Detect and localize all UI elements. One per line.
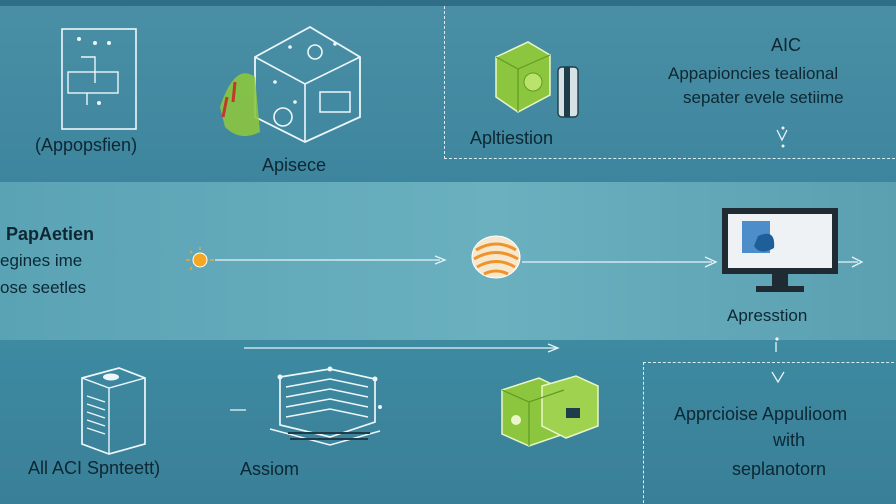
circuit-module-icon <box>269 366 382 446</box>
flow-arrow-down-2 <box>776 129 788 142</box>
label-center: Apisece <box>262 155 327 175</box>
right-desc-line2: sepater evele setiime <box>683 88 844 107</box>
bottom-band <box>0 340 896 504</box>
top-right-panel <box>444 6 896 159</box>
mid-left-line3: ose seetles <box>0 278 86 297</box>
monitor-icon <box>722 208 838 292</box>
label-app: (Appopsfien) <box>35 135 138 155</box>
label-panel: Apltiestion <box>470 128 554 148</box>
bottom-right-panel <box>643 362 896 504</box>
right-desc-line1: Appapioncies tealional <box>668 64 839 83</box>
mid-left-line2: egines ime <box>0 251 83 270</box>
bottom-right-line2: with <box>773 430 806 450</box>
server-tower-icon <box>81 367 146 455</box>
mid-left-title: PapAetien <box>6 224 95 244</box>
application-window-icon <box>61 28 137 130</box>
flow-arrow-4 <box>547 343 560 353</box>
top-band <box>0 0 896 182</box>
bottom-right-line3: seplanotorn <box>732 459 827 479</box>
top-border <box>0 0 896 6</box>
isometric-cube-icon <box>220 25 361 143</box>
flow-arrow-down-1 <box>771 371 785 384</box>
green-box-pair-icon <box>501 375 599 447</box>
flow-arrow-1 <box>434 255 447 265</box>
right-title: AIC <box>771 35 802 55</box>
orange-sphere-icon <box>471 235 521 279</box>
sun-icon <box>186 247 214 271</box>
flow-arrow-2 <box>704 256 718 268</box>
label-server: All ACI Spnteett) <box>28 458 161 478</box>
flow-arrow-3 <box>851 256 864 268</box>
mid-right-label: Apresstion <box>727 306 808 325</box>
label-asiom: Assiom <box>240 459 300 479</box>
bottom-right-line1: Apprcioise Appulioom <box>674 404 848 424</box>
green-app-cube-icon <box>495 41 579 118</box>
